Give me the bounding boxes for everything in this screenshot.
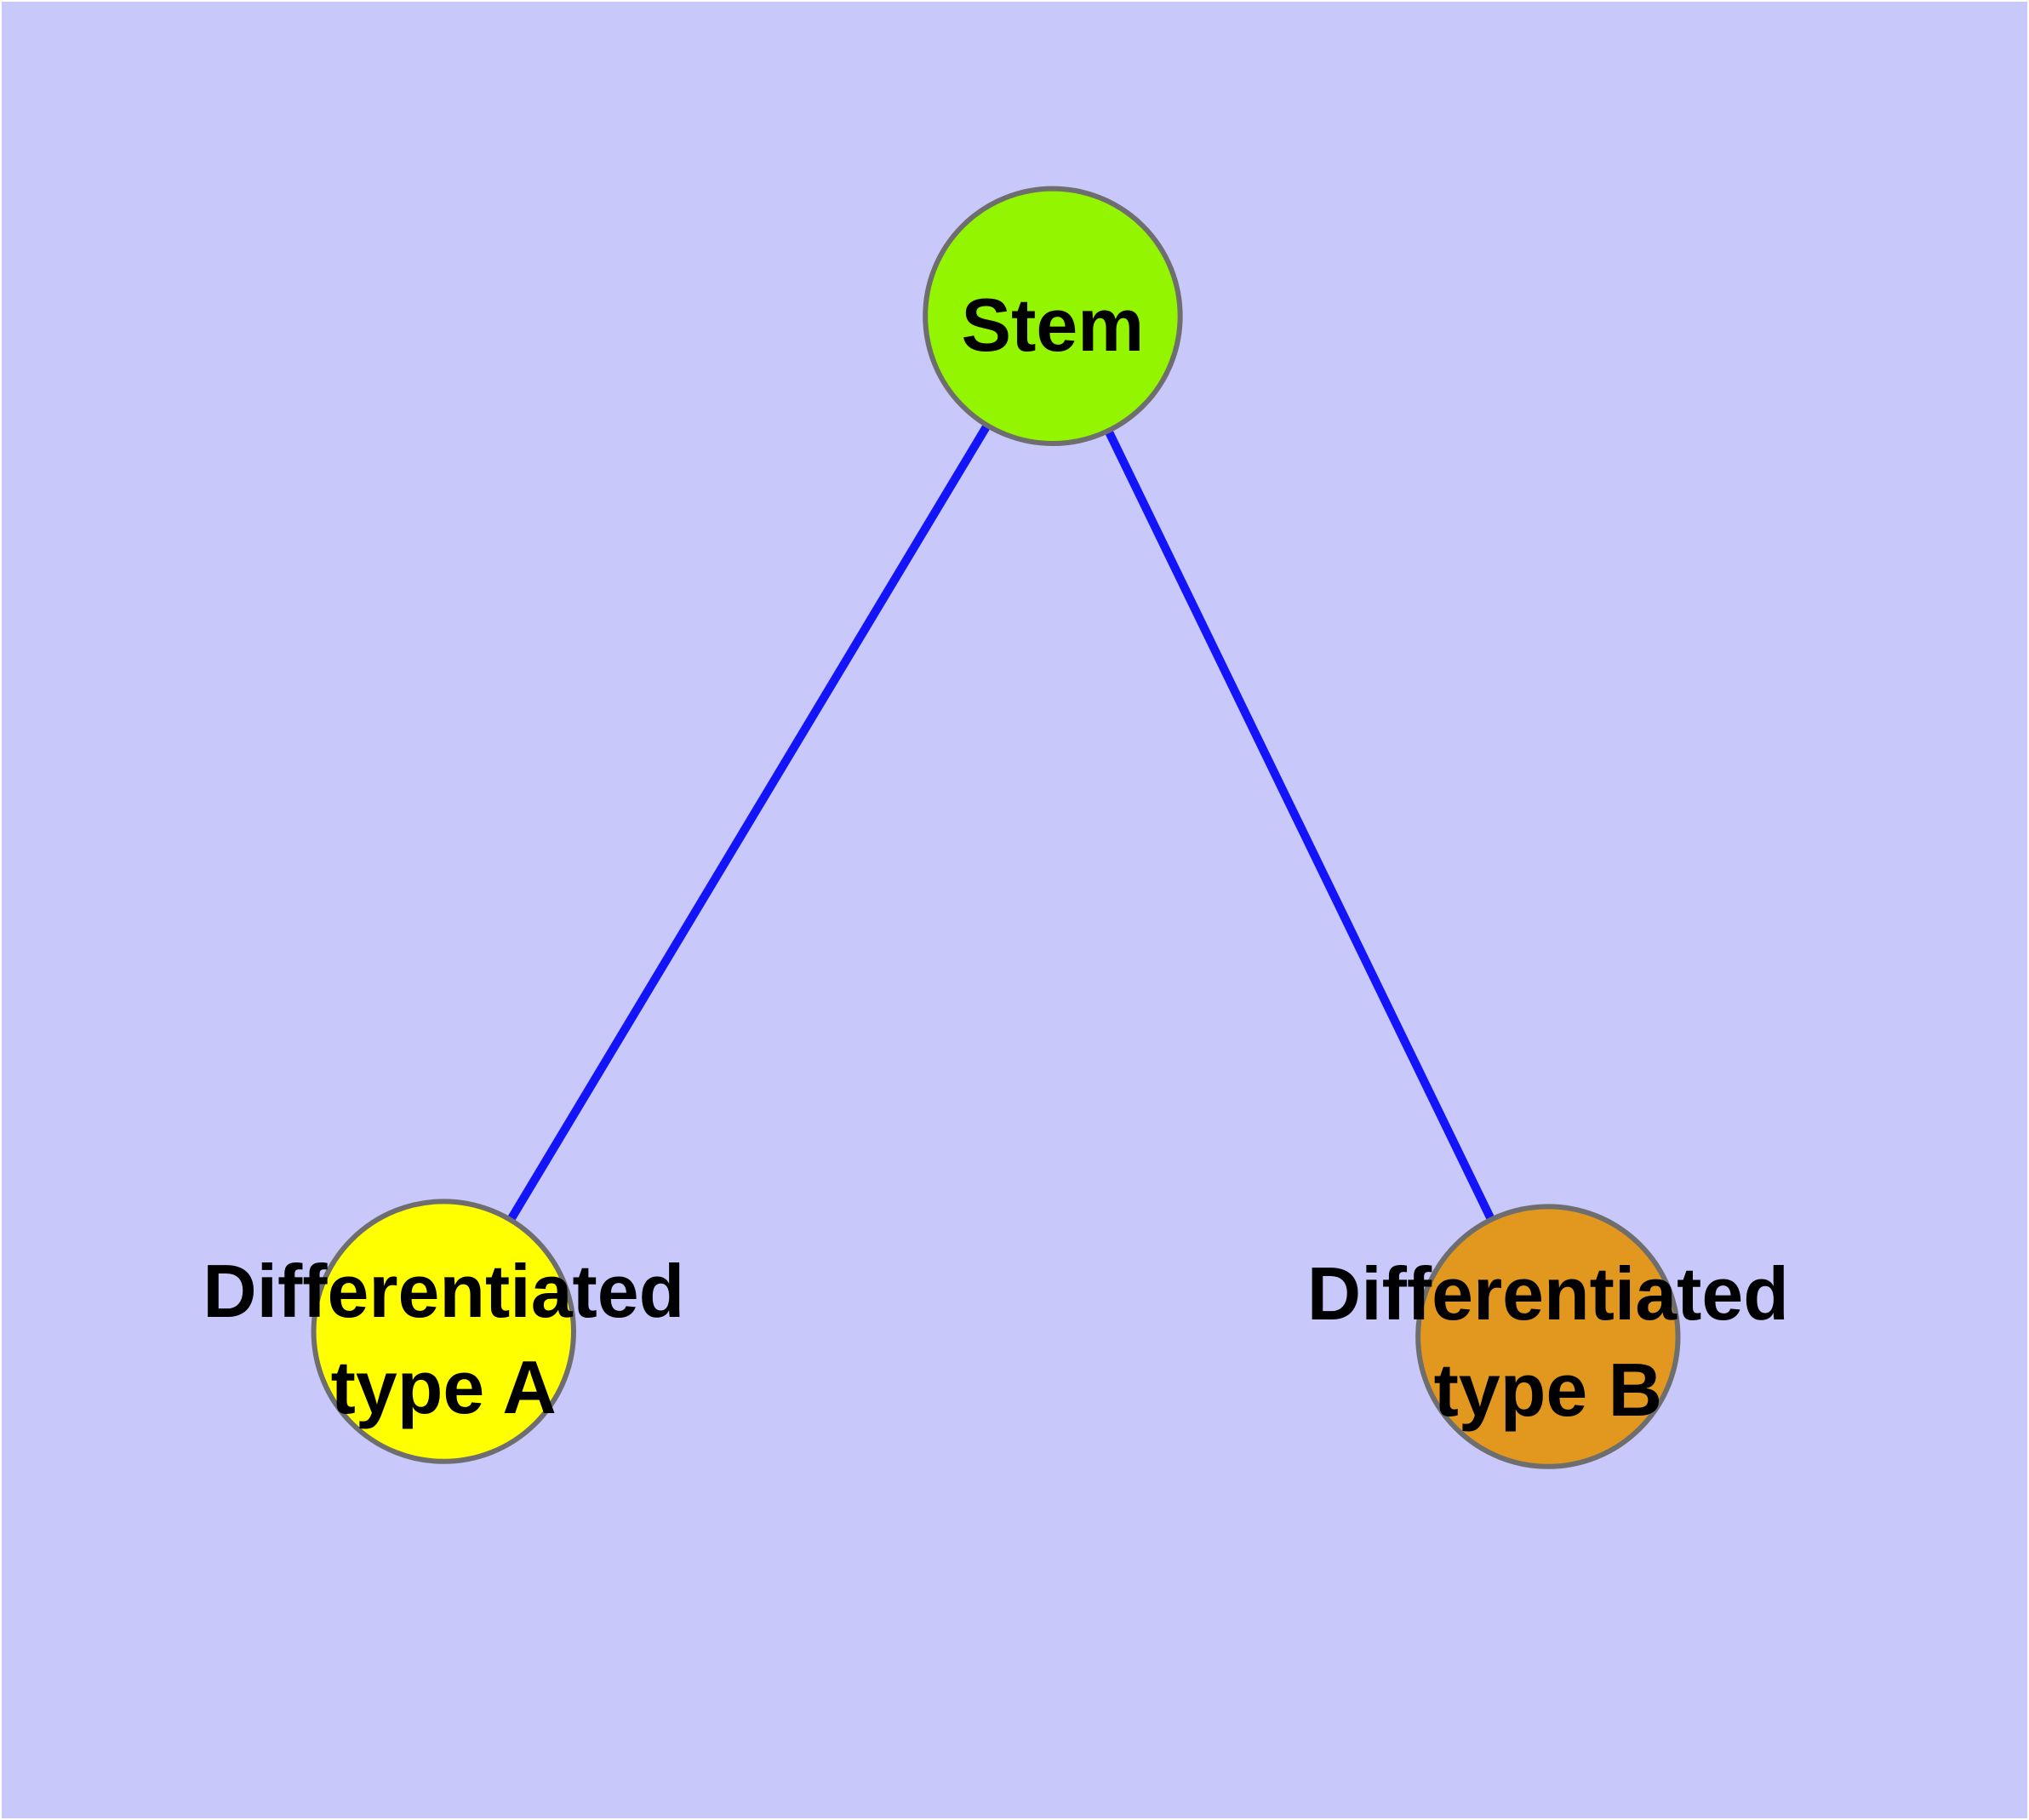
edge-group [439,313,1552,1339]
edge-stem-to-type-b [1049,314,1552,1339]
node-type-b-circle [1415,1204,1681,1469]
node-stem: Stem [923,186,1183,447]
node-type-b-label-line2: type B [1434,1348,1662,1432]
node-differentiated-type-a: Differentiated type A [203,1199,684,1464]
node-type-a-label-line1: Differentiated [203,1249,684,1333]
node-differentiated-type-b: Differentiated type B [1307,1204,1789,1469]
node-type-a-label-line2: type A [331,1345,557,1429]
node-stem-label: Stem [962,283,1145,367]
node-stem-circle [923,186,1183,447]
node-type-a-circle [311,1199,576,1464]
edge-stem-to-type-a [439,313,1057,1334]
node-type-b-label-line1: Differentiated [1307,1251,1789,1336]
